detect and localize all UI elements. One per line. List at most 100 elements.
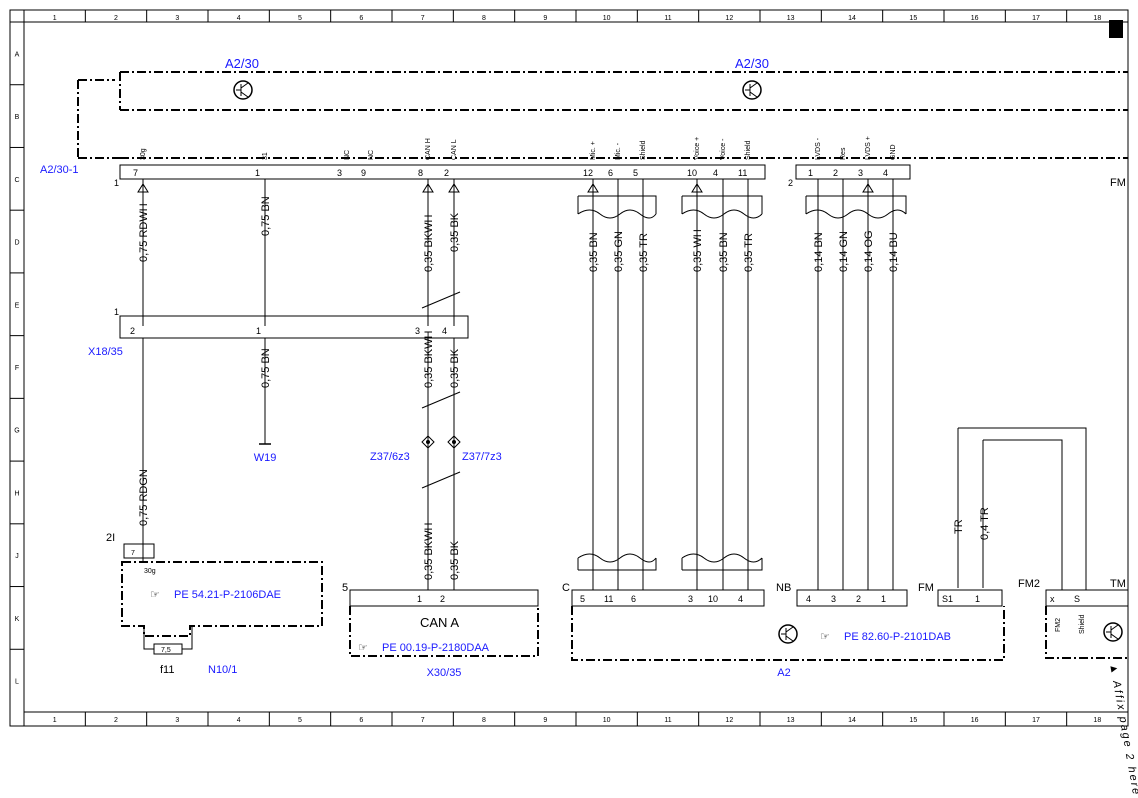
w19-label: W19	[254, 452, 277, 464]
pin-number-label: 10	[687, 168, 697, 178]
shield-mark	[681, 195, 763, 219]
x18-pin: 3	[415, 326, 420, 336]
grid-row-label: A	[15, 51, 20, 58]
arrow-icon	[587, 183, 599, 193]
connector-strip-1	[119, 164, 766, 180]
wire-label: 0,14 BN	[813, 232, 825, 272]
fm2-conn-box	[1045, 589, 1129, 607]
grid-col-label: 17	[1032, 15, 1040, 22]
grid-row-label: E	[15, 302, 20, 309]
f11-label: f11	[160, 664, 174, 676]
splice-icon	[447, 435, 461, 449]
grid-col-label: 3	[175, 717, 179, 724]
wire-label: 0,14 BU	[888, 232, 900, 272]
outer-frame	[9, 9, 1129, 727]
grid-col-label: 2	[114, 15, 118, 22]
grid-col-label: 4	[237, 15, 241, 22]
fm-conn-label: FM	[918, 582, 934, 594]
pin-name-label: Voice +	[694, 137, 701, 160]
grid-row-label: C	[14, 177, 19, 184]
wire-label: 0,35 BKWH	[423, 330, 435, 388]
grid-col-label: 13	[787, 15, 795, 22]
pin-name-label: GND	[890, 144, 897, 160]
arrow-icon	[448, 183, 460, 193]
grid-col-label: 12	[725, 717, 733, 724]
fm2-box	[1045, 606, 1128, 659]
grid-col-label: 15	[909, 717, 917, 724]
wire-label: 0,75 BN	[260, 196, 272, 236]
wire-label: 0,75 RDGN	[138, 469, 150, 526]
grid-col-label: 3	[175, 15, 179, 22]
fm2-name: FM2	[1055, 618, 1062, 632]
pin-name-label: NC	[368, 150, 375, 160]
pin-number-label: 8	[418, 168, 423, 178]
z37-7z3-label: Z37/7z3	[462, 451, 502, 463]
x30-pin: 1	[417, 594, 422, 604]
ref-icon: ☞	[358, 642, 368, 654]
x18-pin: 2	[130, 326, 135, 336]
grid-col-label: 9	[543, 15, 547, 22]
tm-label: TM	[1110, 578, 1126, 590]
wire-label: 0,35 TR	[638, 233, 650, 272]
grid-col-label: 18	[1093, 717, 1101, 724]
pin-name-label: CAN H	[425, 138, 432, 160]
a2-conn-c-label: C	[562, 582, 570, 594]
a2-pin: 4	[738, 594, 743, 604]
can-a-label: CAN A	[420, 615, 459, 630]
wire-label: TR	[953, 519, 965, 534]
grid-col-label: 16	[971, 15, 979, 22]
grid-col-label: 5	[298, 15, 302, 22]
ref-82-60-link[interactable]: PE 82.60-P-2101DAB	[844, 631, 951, 643]
wire-label: 0,35 BK	[449, 212, 461, 252]
grid-col-label: 1	[53, 717, 57, 724]
a2-pin: 3	[831, 594, 836, 604]
grid-col-label: 8	[482, 15, 486, 22]
grid-col-label: 18	[1093, 15, 1101, 22]
shield-mark	[577, 195, 657, 219]
ref-00-19-link[interactable]: PE 00.19-P-2180DAA	[382, 642, 490, 654]
fuse-rating: 7,5	[161, 647, 171, 654]
wire-label: 0,35 BKWH	[423, 522, 435, 580]
fm-cable	[957, 427, 1087, 590]
fm-conn-box	[937, 589, 1003, 607]
n10-conn-label: 2I	[106, 532, 115, 544]
grid-row-label: J	[15, 553, 19, 560]
grid-row-label: L	[15, 679, 19, 686]
pin-name-label: Res	[840, 147, 847, 160]
wire-label: 0,35 TR	[743, 233, 755, 272]
wire-label: 0,35 BN	[718, 232, 730, 272]
transistor-icon	[233, 80, 253, 100]
grid-col-label: 17	[1032, 717, 1040, 724]
arrow-icon	[137, 183, 149, 193]
a2-30-right-label: A2/30	[735, 56, 769, 71]
x30-conn-label: 5	[342, 582, 348, 594]
x30-35-label: X30/35	[427, 667, 462, 679]
ref-icon: ☞	[820, 631, 830, 643]
pin-number-label: 6	[608, 168, 613, 178]
a2-pin: 1	[881, 594, 886, 604]
twist-mark	[421, 291, 461, 309]
twist-mark	[421, 391, 461, 409]
fuse-wire	[143, 626, 193, 650]
pin-number-label: 1	[255, 168, 260, 178]
page-corner-icon	[1109, 20, 1123, 38]
connector-strip-2	[795, 164, 911, 180]
a2-30-box	[119, 71, 1128, 111]
grid-col-label: 14	[848, 717, 856, 724]
grid-col-label: 5	[298, 717, 302, 724]
ref-54-21-link[interactable]: PE 54.21-P-2106DAE	[174, 589, 281, 601]
grid-col-label: 7	[421, 717, 425, 724]
grid-col-label: 14	[848, 15, 856, 22]
n10-conn-box	[123, 543, 155, 559]
grid-row-label: D	[14, 240, 19, 247]
affix-note: ▲ Affix page 2 here ▲	[1107, 662, 1138, 798]
grid-row-label: G	[14, 428, 19, 435]
a2-30-1-box	[77, 79, 120, 159]
x30-35-box	[349, 606, 539, 657]
pin-name-label: Mic. -	[615, 142, 622, 160]
arrow-icon	[691, 183, 703, 193]
n10-pin: 7	[131, 550, 135, 557]
